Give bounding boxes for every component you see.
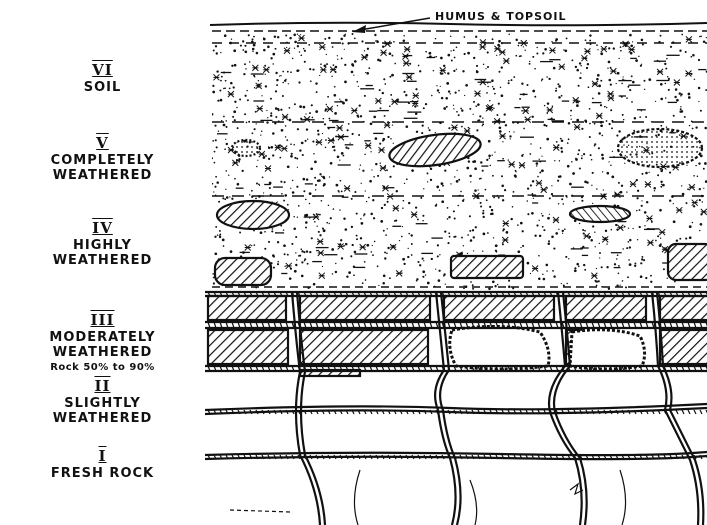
grade-note: Rock 50% to 90% <box>0 360 205 375</box>
grade-description: WEATHERED <box>0 253 205 268</box>
zone-label-grade-i: I FRESH ROCK <box>0 448 205 481</box>
corestone <box>387 129 482 172</box>
corestone <box>215 258 271 285</box>
grade-description: MODERATELY <box>0 330 205 345</box>
grade-numeral: V <box>0 135 205 152</box>
corestones <box>215 129 707 285</box>
corestone <box>570 206 630 222</box>
grade-description: SOIL <box>0 80 205 95</box>
corestone <box>217 201 289 229</box>
zone-label-grade-v: V COMPLETELY WEATHERED <box>0 135 205 183</box>
weathering-grade-labels: VI SOIL V COMPLETELY WEATHERED IV HIGHLY… <box>0 0 205 525</box>
corestone <box>618 129 702 167</box>
corestone <box>232 140 260 156</box>
humus-topsoil-label: HUMUS & TOPSOIL <box>435 10 566 23</box>
grade-description: WEATHERED <box>0 411 205 426</box>
hairline-fractures <box>230 470 626 525</box>
zone-label-grade-iii: III MODERATELY WEATHERED Rock 50% to 90% <box>0 312 205 375</box>
grade-description: WEATHERED <box>0 168 205 183</box>
grade-numeral: III <box>0 312 205 329</box>
fresh-cores <box>450 326 645 369</box>
jointed-bedrock <box>205 292 707 525</box>
grade-numeral: VI <box>0 62 205 79</box>
grade-description: WEATHERED <box>0 345 205 360</box>
grade-numeral: I <box>0 448 205 465</box>
grade-description: SLIGHTLY <box>0 396 205 411</box>
grade-numeral: IV <box>0 220 205 237</box>
grade-numeral: II <box>0 378 205 395</box>
grade-description: HIGHLY <box>0 238 205 253</box>
grade-description: COMPLETELY <box>0 153 205 168</box>
corestone <box>451 256 523 278</box>
corestone <box>668 244 707 280</box>
zone-label-grade-ii: II SLIGHTLY WEATHERED <box>0 378 205 426</box>
zone-label-grade-vi: VI SOIL <box>0 62 205 95</box>
zone-label-grade-iv: IV HIGHLY WEATHERED <box>0 220 205 268</box>
grade-description: FRESH ROCK <box>0 466 205 481</box>
